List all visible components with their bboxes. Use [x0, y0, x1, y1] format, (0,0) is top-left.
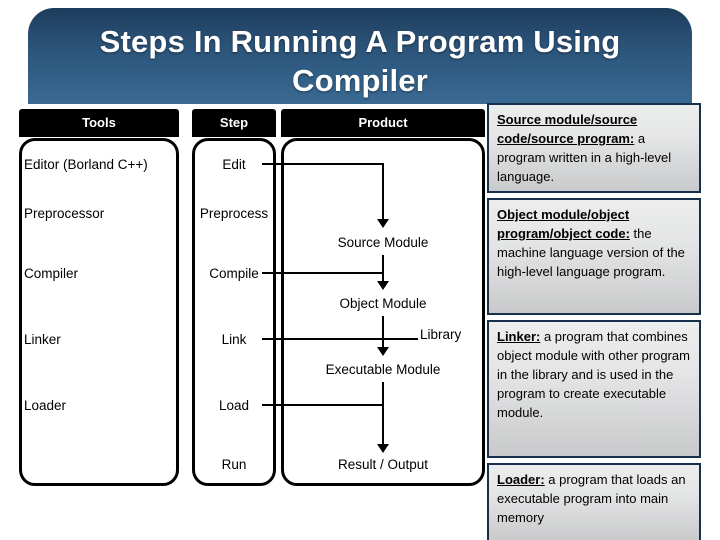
tools-item-loader: Loader [24, 398, 67, 413]
page-title: Steps In Running A Program Using Compile… [99, 24, 621, 98]
flow-vline-edit-to-source [382, 163, 384, 220]
step-item-link: Link [221, 332, 247, 347]
step-item-load: Load [218, 398, 250, 413]
definition-term: Source module/source code/source program… [497, 112, 638, 146]
tools-item-editor: Editor (Borland C++) [24, 157, 148, 172]
flow-vline-source-to-object [382, 255, 384, 283]
definition-term: Object module/object program/object code… [497, 207, 630, 241]
flow-line-link [262, 338, 384, 340]
definition-box-source-module: Source module/source code/source program… [487, 103, 701, 193]
product-item-result-output: Result / Output [337, 457, 429, 472]
flow-arrow-to-executable-module [377, 347, 389, 356]
definition-text: the machine language version of the high… [497, 226, 685, 279]
step-item-edit: Edit [222, 157, 246, 172]
title-banner [28, 8, 692, 104]
flow-arrow-to-result-output [377, 444, 389, 453]
definition-text: a program that combines object module wi… [497, 329, 690, 420]
flow-arrow-to-source-module [377, 219, 389, 228]
flow-line-library [382, 338, 418, 340]
definition-text: a program written in a high-level langua… [497, 131, 672, 184]
definition-box-object-module: Object module/object program/object code… [487, 198, 701, 315]
column-header-step: Step [192, 109, 276, 137]
flow-vline-object-to-executable [382, 316, 384, 349]
flow-vline-executable-to-result [382, 382, 384, 449]
step-item-run: Run [221, 457, 247, 472]
column-body-step [192, 138, 276, 486]
flow-line-load [262, 404, 384, 406]
product-item-executable-module: Executable Module [325, 362, 441, 377]
definition-box-linker: Linker: a program that combines object m… [487, 320, 701, 458]
tools-item-preprocessor: Preprocessor [24, 206, 105, 221]
flow-label-library: Library [420, 327, 462, 342]
step-item-compile: Compile [209, 266, 259, 281]
definition-term: Loader: [497, 472, 545, 487]
definition-term: Linker: [497, 329, 541, 344]
product-item-source-module: Source Module [337, 235, 429, 250]
definition-box-loader: Loader: a program that loads an executab… [487, 463, 701, 540]
flow-line-compile [262, 272, 384, 274]
flow-arrow-to-object-module [377, 281, 389, 290]
column-header-tools: Tools [19, 109, 179, 137]
column-body-tools [19, 138, 179, 486]
flow-line-edit [262, 163, 384, 165]
step-item-preprocess: Preprocess [199, 206, 269, 221]
tools-item-compiler: Compiler [24, 266, 79, 281]
definition-text: a program that loads an executable progr… [497, 472, 686, 525]
tools-item-linker: Linker [24, 332, 61, 347]
column-header-product: Product [281, 109, 485, 137]
product-item-object-module: Object Module [339, 296, 427, 311]
